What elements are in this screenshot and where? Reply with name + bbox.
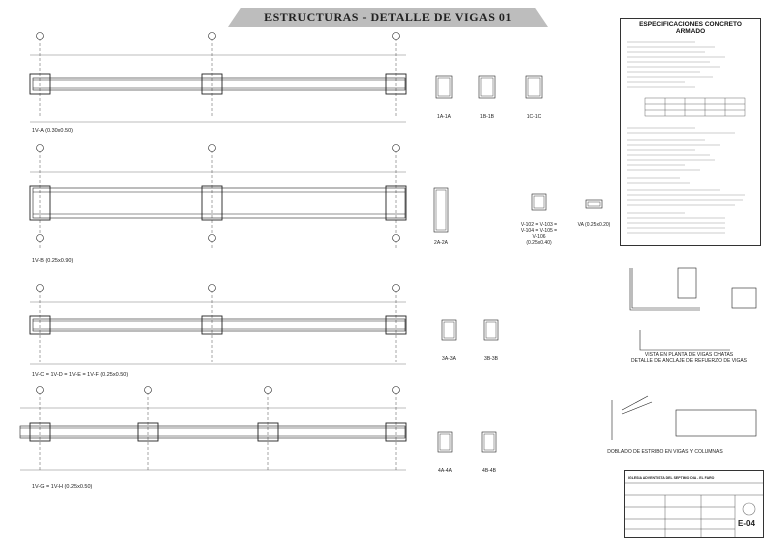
beam-4-elevation: [19, 386, 407, 471]
cross-sections: [433, 75, 603, 453]
sheet-title-banner: ESTRUCTURAS - DETALLE DE VIGAS 01: [228, 8, 548, 27]
title-block: IGLESIA ADVENTISTA DEL SEPTIMO DIA - EL …: [624, 470, 764, 538]
sheet-number: E-04: [738, 519, 755, 528]
beam-1-elevation: [29, 32, 407, 123]
section-1c-label: 1C-1C: [526, 114, 542, 120]
section-3a-label: 3A-3A: [442, 356, 456, 362]
sheet-title: ESTRUCTURAS - DETALLE DE VIGAS 01: [264, 10, 512, 24]
beam-3-elevation: [29, 284, 407, 365]
stirrup-detail-label: DOBLADO DE ESTRIBO EN VIGAS Y COLUMNAS: [607, 449, 723, 455]
section-2a-label: 2A-2A: [434, 240, 448, 246]
beam-2-label: 1V-B (0.25x0.90): [32, 258, 74, 264]
section-4a-label: 4A-4A: [438, 468, 452, 474]
section-1a-label: 1A-1A: [437, 114, 451, 120]
beam-3-label: 1V-C = 1V-D = 1V-E = 1V-F (0.25x0.50): [32, 372, 129, 378]
title-block-grid: [625, 482, 763, 537]
anchorage-detail-label: VISTA EN PLANTA DE VIGAS CHATAS DETALLE …: [630, 352, 748, 364]
anchorage-details: [611, 267, 757, 440]
section-1b-label: 1B-1B: [480, 114, 494, 120]
section-va-label: VA (0.25x0.20): [577, 222, 611, 228]
section-v102-label: V-102 = V-103 = V-104 = V-105 = V-106 (0…: [520, 222, 558, 246]
beam-2-elevation: [29, 144, 407, 250]
project-name: IGLESIA ADVENTISTA DEL SEPTIMO DIA - EL …: [628, 476, 715, 480]
specifications-title: ESPECIFICACIONES CONCRETO ARMADO: [639, 21, 742, 35]
section-3b-label: 3B-3B: [484, 356, 498, 362]
beam-4-label: 1V-G = 1V-H (0.25x0.50): [32, 484, 93, 490]
specifications-text-lines: [627, 41, 746, 234]
specifications-panel: ESPECIFICACIONES CONCRETO ARMADO: [620, 18, 761, 246]
beam-1-label: 1V-A (0.30x0.50): [32, 128, 73, 134]
section-4b-label: 4B-4B: [482, 468, 496, 474]
